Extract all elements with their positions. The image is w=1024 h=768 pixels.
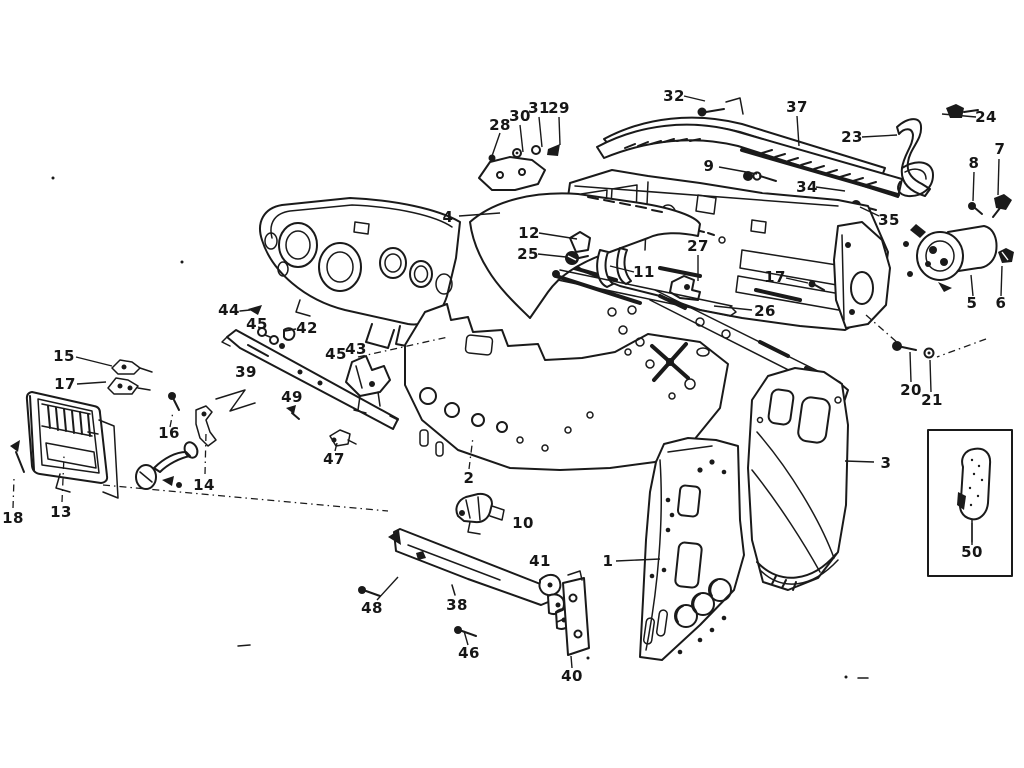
part-8-bolt	[968, 202, 982, 214]
part-37-defroster-grille	[597, 118, 902, 197]
part-label-32: 32	[663, 87, 685, 105]
part-21-screw	[925, 349, 934, 358]
part-label-15: 15	[53, 347, 75, 365]
part-label-30: 30	[509, 107, 531, 125]
part-32-bolt	[697, 98, 744, 117]
part-label-45b: 45	[325, 345, 347, 363]
part-2-firewall-panel	[405, 304, 728, 470]
alignment-lines	[51, 176, 987, 679]
part-23-bracket	[897, 119, 930, 196]
part-label-34: 34	[796, 178, 818, 196]
part-28-31-clips	[479, 144, 560, 190]
part-15-striker	[112, 360, 152, 374]
part-label-8: 8	[968, 154, 980, 172]
part-label-3: 3	[880, 454, 892, 472]
part-label-1: 1	[602, 552, 614, 570]
part-5-blower-motor	[903, 224, 1002, 296]
part-label-2: 2	[463, 469, 475, 487]
part-label-27: 27	[687, 237, 709, 255]
part-label-5: 5	[966, 294, 978, 312]
part-45-clips	[258, 328, 285, 349]
part-label-4: 4	[442, 208, 454, 226]
part-38-strip	[388, 529, 553, 605]
part-label-47: 47	[323, 450, 345, 468]
part-label-37: 37	[786, 98, 808, 116]
part-10-bracket	[456, 494, 504, 534]
part-label-48: 48	[361, 599, 383, 617]
part-14-lock	[136, 440, 200, 489]
part-label-12: 12	[518, 224, 540, 242]
part-label-29: 29	[548, 99, 570, 117]
part-label-9: 9	[703, 157, 715, 175]
part-dash-end-cap	[834, 222, 890, 328]
part-16-screw	[168, 392, 216, 446]
part-40-plate	[556, 571, 589, 655]
part-label-21: 21	[921, 391, 943, 409]
part-6-clip	[998, 248, 1014, 263]
part-label-23: 23	[841, 128, 863, 146]
part-cluster-hood	[260, 198, 460, 348]
part-44-clip	[240, 305, 262, 315]
part-label-44: 44	[218, 301, 240, 319]
part-label-17-left: 17	[54, 375, 76, 393]
part-label-38: 38	[446, 596, 468, 614]
part-label-40: 40	[561, 667, 583, 685]
part-label-43: 43	[345, 340, 367, 358]
part-label-20: 20	[900, 381, 922, 399]
part-39-bar	[222, 330, 398, 429]
part-34-bracket	[898, 162, 933, 196]
leader-lines	[13, 96, 999, 668]
part-label-49: 49	[281, 388, 303, 406]
part-18-screw	[10, 440, 24, 472]
part-1-cowl-panel	[640, 438, 744, 660]
part-label-31: 31	[528, 99, 550, 117]
part-label-35: 35	[878, 211, 900, 229]
part-label-16: 16	[158, 424, 180, 442]
part-49-screw	[286, 405, 299, 419]
part-label-13: 13	[50, 503, 72, 521]
part-label-50: 50	[961, 543, 983, 561]
part-7-bolt	[993, 194, 1012, 217]
part-label-24: 24	[975, 108, 997, 126]
part-43-bracket	[346, 356, 390, 413]
part-17-screw-right	[808, 280, 825, 291]
part-label-10: 10	[512, 514, 534, 532]
part-20-screw	[892, 341, 916, 351]
part-12-bracket	[570, 232, 590, 252]
part-13-glove-box-lid	[27, 392, 118, 498]
part-label-17-right: 17	[764, 268, 786, 286]
part-47-clip	[330, 430, 356, 446]
part-label-45: 45	[246, 315, 268, 333]
part-label-41: 41	[529, 552, 551, 570]
part-label-18: 18	[2, 509, 24, 527]
part-label-14: 14	[193, 476, 215, 494]
part-label-25: 25	[517, 245, 539, 263]
part-label-46: 46	[458, 644, 480, 662]
part-25-knob	[565, 251, 588, 265]
part-label-42: 42	[296, 319, 318, 337]
part-48-screw	[358, 586, 380, 596]
part-26-rod	[552, 270, 736, 316]
part-label-11: 11	[633, 263, 655, 281]
part-harness-clip-x	[652, 344, 688, 380]
part-label-6: 6	[995, 294, 1007, 312]
part-label-7: 7	[994, 140, 1006, 158]
part-3-side-panel	[748, 368, 848, 590]
part-label-39: 39	[235, 363, 257, 381]
part-label-28: 28	[489, 116, 511, 134]
part-42-hook	[284, 328, 294, 339]
part-17-striker-left	[108, 378, 150, 394]
part-11-duct	[597, 248, 631, 287]
part-label-26: 26	[754, 302, 776, 320]
